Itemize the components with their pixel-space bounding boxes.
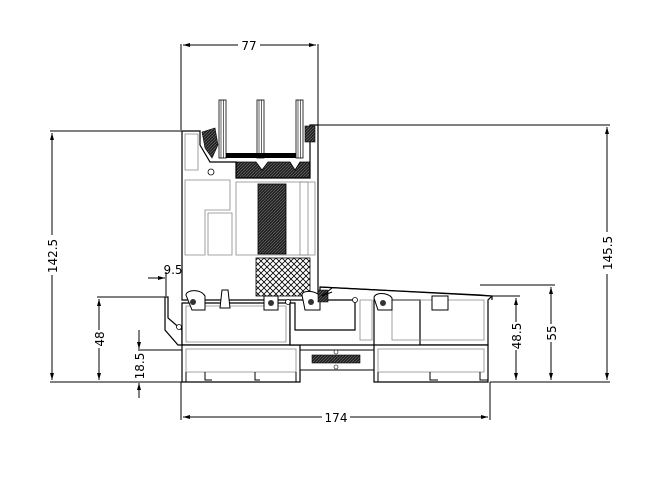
- glass-pane-2: [256, 99, 265, 159]
- dim-48-5-label: 48.5: [510, 323, 524, 350]
- dimension-right-145-5: 145.5: [318, 124, 615, 383]
- dim-145-5-label: 145.5: [601, 236, 615, 270]
- dim-174-label: 174: [325, 411, 348, 425]
- thermal-insulation: [257, 183, 287, 255]
- glazing-gasket-right: [304, 125, 316, 143]
- sash-profile: [181, 124, 319, 301]
- dimension-right-55: 55: [480, 284, 559, 380]
- glass-pane-3: [295, 99, 304, 159]
- dim-9-5-label: 9.5: [163, 263, 182, 277]
- thermal-break-insulation: [311, 354, 361, 364]
- dim-18-5-label: 18.5: [133, 353, 147, 380]
- dim-48-label: 48: [93, 331, 107, 346]
- glass-pane-1: [218, 99, 227, 159]
- dimension-left-18-5: 18.5: [133, 330, 184, 398]
- glazing-gasket-left: [201, 127, 219, 159]
- glazing-block: [235, 161, 311, 179]
- dimension-top-77: 77: [180, 38, 319, 130]
- dimension-right-48-5: 48.5: [490, 295, 524, 380]
- dimension-left-48: 48: [93, 296, 165, 380]
- frame-profile: [164, 286, 494, 383]
- spacer-bar: [226, 153, 296, 158]
- glazing-unit: [218, 99, 311, 179]
- foam-infill: [255, 257, 311, 297]
- dimension-bottom-174: 174: [180, 382, 491, 425]
- dimension-left-142-5: 142.5: [46, 130, 192, 383]
- dim-142-5-label: 142.5: [46, 239, 60, 273]
- dim-77-label: 77: [241, 39, 256, 53]
- dim-55-label: 55: [545, 325, 559, 340]
